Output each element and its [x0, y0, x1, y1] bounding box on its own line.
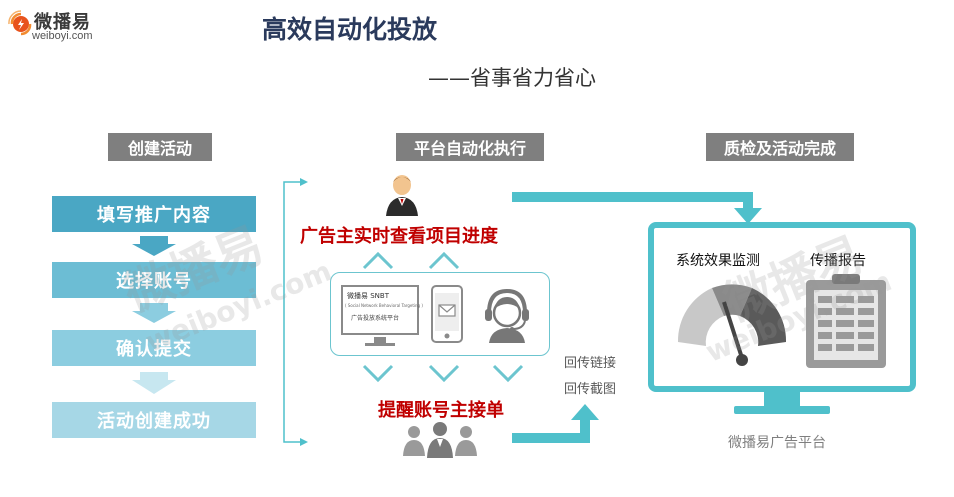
monitor-stand	[764, 392, 800, 408]
feedback-screenshot-label: 回传截图	[564, 382, 617, 397]
gauge-icon	[677, 284, 787, 366]
snbt-screen: 微播易 SNBT ( Social Network Behavioral Tar…	[341, 285, 423, 335]
down-arrow-icon	[132, 303, 176, 323]
advertiser-avatar-icon	[386, 175, 418, 216]
report-clipboard-icon	[806, 274, 886, 368]
bracket-connector	[283, 181, 300, 443]
snbt-card-subtitle: ( Social Network Behavioral Targeting )	[345, 303, 423, 308]
arrow-right-icon	[300, 438, 308, 446]
chevron-up-icon	[362, 251, 394, 270]
chevron-up-icon	[428, 251, 460, 270]
customer-service-icon	[485, 288, 529, 343]
arrow-down-icon	[734, 208, 762, 224]
step-confirm-submit: 确认提交	[52, 330, 256, 366]
feedback-link-label: 回传链接	[564, 356, 617, 371]
down-arrow-icon	[132, 236, 176, 256]
section-header-qc: 质检及活动完成	[706, 133, 854, 161]
platform-panel: 微播易 SNBT ( Social Network Behavioral Tar…	[330, 272, 550, 356]
top-flow-arrow	[512, 192, 753, 210]
monitor-caption: 微播易广告平台	[728, 435, 826, 451]
effect-monitor-label: 系统效果监测	[676, 253, 760, 269]
bottom-flow-arrow	[512, 418, 590, 443]
logo-icon	[8, 10, 32, 36]
step-fill-content: 填写推广内容	[52, 196, 256, 232]
chevron-down-icon	[492, 364, 524, 383]
page-subtitle: ——省事省力省心	[428, 66, 596, 90]
chevron-down-icon	[362, 364, 394, 383]
account-owners-icon	[403, 422, 477, 458]
logo-name: 微播易	[34, 12, 91, 33]
down-arrow-icon	[132, 372, 176, 394]
advertiser-view-label: 广告主实时查看项目进度	[300, 226, 498, 247]
step-activity-created: 活动创建成功	[52, 402, 256, 438]
remind-accounts-label: 提醒账号主接单	[378, 400, 504, 421]
logo-domain: weiboyi.com	[32, 30, 93, 42]
logo: 微播易 weiboyi.com	[0, 0, 120, 46]
monitor-base	[734, 406, 830, 414]
step-select-account: 选择账号	[52, 262, 256, 298]
section-header-create: 创建活动	[108, 133, 212, 161]
section-header-platform: 平台自动化执行	[396, 133, 544, 161]
snbt-card-title: 微播易 SNBT	[347, 292, 389, 300]
phone-mail-icon	[431, 285, 463, 343]
page-title: 高效自动化投放	[262, 15, 438, 44]
arrow-up-icon	[571, 404, 599, 420]
report-label: 传播报告	[810, 253, 866, 269]
snbt-card-caption: 广告投放系统平台	[351, 315, 400, 322]
chevron-down-icon	[428, 364, 460, 383]
screen-stand	[374, 337, 386, 343]
arrow-right-icon	[300, 178, 308, 186]
screen-base	[365, 343, 395, 346]
monitor-frame: 系统效果监测 传播报告	[648, 222, 916, 392]
